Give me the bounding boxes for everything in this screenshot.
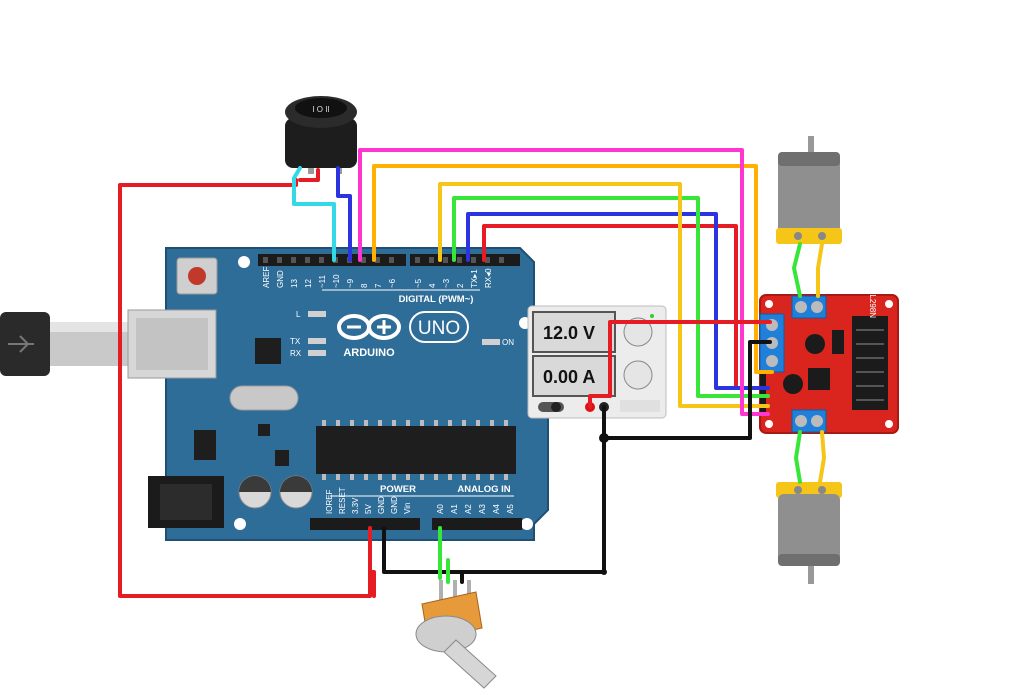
wire-blue-d3 [466, 212, 770, 390]
svg-text:I O II: I O II [312, 105, 329, 114]
voltage-readout: 12.0 V [543, 323, 595, 343]
digital-pin-label: ~9 [346, 278, 355, 288]
arduino-logo-icon [337, 314, 401, 340]
digital-pin-label: AREF [262, 267, 271, 288]
board-model-label: UNO [418, 318, 460, 339]
digital-pin-label: TX▸1 [470, 269, 479, 288]
wire-green-motor-bottom [794, 430, 802, 484]
brand-label: ARDUINO [343, 347, 395, 359]
analog-header-label: ANALOG IN [457, 484, 510, 495]
led-on-label: ON [502, 338, 514, 347]
led-l-label: L [296, 310, 301, 319]
usb-cable [0, 312, 130, 376]
wire-yellow-motor-top [816, 242, 824, 298]
power-pin-label: GND [377, 496, 386, 514]
digital-header [258, 254, 520, 266]
rocker-switch[interactable]: I O II [285, 96, 357, 174]
power-pin-label: IOREF [325, 489, 334, 514]
digital-header-label: DIGITAL (PWM~) [399, 294, 474, 305]
driver-label: L298N [868, 294, 877, 318]
digital-pin-label: 7 [374, 283, 383, 288]
analog-pin-label: A0 [436, 504, 445, 514]
wire-yellow-d5 [438, 182, 770, 408]
power-pin-label: RESET [338, 487, 347, 514]
led-tx-label: TX [290, 337, 301, 346]
analog-pin-label: A4 [492, 504, 501, 514]
wire-orange-d9 [372, 164, 774, 374]
wire-cyan-switch [292, 166, 336, 262]
analog-pin-label: A1 [450, 504, 459, 514]
current-knob[interactable] [623, 360, 653, 390]
analog-pin-label: A5 [506, 504, 515, 514]
analog-pin-label: A3 [478, 504, 487, 514]
dc-motor-bottom [776, 482, 842, 584]
power-header-label: POWER [380, 484, 416, 495]
digital-pin-label: 8 [360, 283, 369, 288]
digital-pin-label: 12 [304, 279, 313, 288]
wire-red-switch [298, 168, 320, 182]
wire-green-d4 [452, 196, 770, 398]
wire-blue-switch [336, 166, 352, 262]
potentiometer[interactable] [415, 580, 497, 689]
l298n-motor-driver: L298N [759, 294, 899, 434]
dc-motor-top [776, 136, 842, 244]
power-pin-label: 5V [364, 504, 373, 514]
wire-green-motor-top [792, 242, 802, 298]
digital-pin-label: 4 [428, 283, 437, 288]
wire-green-a0 [438, 526, 450, 584]
power-pin-label: Vin [403, 503, 412, 514]
digital-pin-label: 13 [290, 279, 299, 288]
analog-pin-label: A2 [464, 504, 473, 514]
power-pin-label: 3.3V [351, 497, 360, 514]
digital-pin-label: ~10 [332, 274, 341, 288]
digital-pin-label: 2 [456, 283, 465, 288]
bench-power-supply: 12.0 V 0.00 A [527, 305, 667, 419]
digital-pin-label: ~3 [442, 278, 451, 288]
digital-pin-label: GND [276, 270, 285, 288]
led-rx-label: RX [290, 349, 302, 358]
power-pin-label: GND [390, 496, 399, 514]
digital-pin-label: ~5 [414, 278, 423, 288]
wire-red-psu-positive [588, 320, 772, 409]
digital-pin-label: ~6 [388, 278, 397, 288]
voltage-knob[interactable] [623, 317, 653, 347]
digital-pin-label: RX◂0 [484, 268, 493, 288]
arduino-uno-board: L TX RX ON UNO ARDUINO AREF GND 13 12 ~11 ~10… [127, 247, 549, 541]
digital-pin-label: ~11 [318, 274, 327, 288]
current-readout: 0.00 A [543, 367, 595, 387]
wire-yellow-motor-bottom [818, 430, 826, 484]
wire-black-ground [382, 526, 606, 584]
